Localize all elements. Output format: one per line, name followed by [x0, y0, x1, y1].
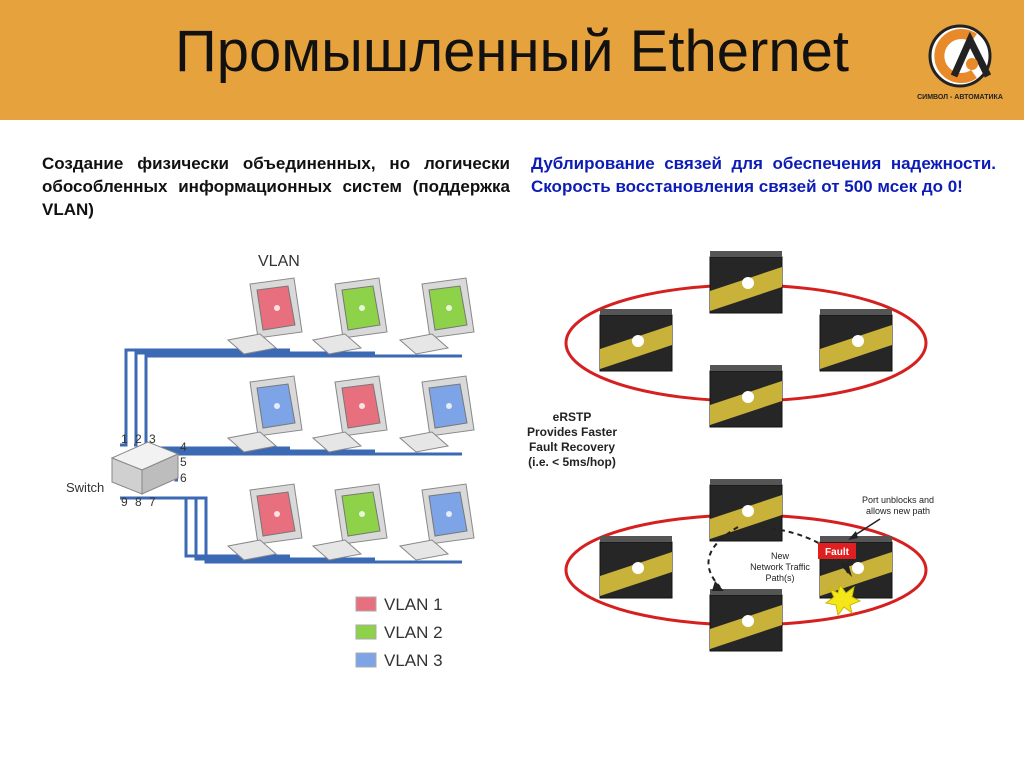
industrial-switch-icon — [709, 251, 783, 314]
traffic-note-line-3: Path(s) — [765, 573, 794, 583]
traffic-note-line-1: New — [771, 551, 790, 561]
legend-label: VLAN 2 — [384, 623, 443, 642]
port-9: 9 — [121, 495, 128, 509]
vlan-diagram: VLAN Switch 1 2 3 4 5 6 9 8 7 VLAN 1VLAN… — [66, 253, 475, 670]
industrial-switch-icon — [709, 589, 783, 652]
legend-label: VLAN 1 — [384, 595, 443, 614]
cable — [144, 354, 462, 447]
legend-swatch — [355, 596, 377, 612]
traffic-note-line-2: Network Traffic — [750, 562, 810, 572]
port-note-arrow-head — [848, 531, 858, 540]
title-bar — [0, 0, 1024, 120]
switch-label: Switch — [66, 480, 104, 495]
erstp-caption-line-4: (i.e. < 5ms/hop) — [528, 455, 616, 469]
redundancy-description: Дублирование связей для обеспечения наде… — [531, 154, 996, 196]
industrial-switch-icon — [709, 365, 783, 428]
pc-icon — [311, 483, 388, 561]
arrow-head-right — [842, 563, 852, 577]
legend-label: VLAN 3 — [384, 651, 443, 670]
pc-icon — [226, 277, 303, 355]
arrow-head-left — [712, 581, 724, 591]
industrial-switch-icon — [709, 479, 783, 542]
port-7: 7 — [149, 495, 156, 509]
vlan-diagram-title: VLAN — [258, 253, 300, 270]
pc-icon — [311, 375, 388, 453]
switch-icon — [110, 441, 180, 495]
port-note-line-1: Port unblocks and — [862, 495, 934, 505]
port-3: 3 — [149, 432, 156, 446]
port-4: 4 — [180, 440, 187, 454]
fault-badge — [818, 543, 856, 559]
cable — [148, 496, 462, 564]
vlan-description: Создание физически объединенных, но логи… — [42, 154, 510, 219]
pc-icon — [398, 277, 475, 355]
pc-icon — [398, 375, 475, 453]
legend-swatch — [355, 652, 377, 668]
erstp-caption-line-2: Provides Faster — [527, 425, 617, 439]
cable — [174, 452, 462, 482]
erstp-caption-line-1: eRSTP — [553, 410, 592, 424]
pc-icon — [226, 483, 303, 561]
new-path-arrow-right — [761, 526, 849, 574]
port-1: 1 — [121, 432, 128, 446]
port-note-line-2: allows new path — [866, 506, 930, 516]
port-5: 5 — [180, 455, 187, 469]
industrial-switch-icon — [819, 309, 893, 372]
vlan-legend: VLAN 1 VLAN 2 VLAN 3 — [355, 595, 443, 670]
fault-burst-icon — [824, 583, 862, 617]
pcs — [226, 277, 475, 561]
slide-title: Промышленный Ethernet — [175, 19, 849, 84]
legend-swatch — [355, 624, 377, 640]
industrial-switch-icon — [599, 309, 673, 372]
logo-caption: СИМВОЛ - АВТОМАТИКА — [917, 94, 1003, 101]
industrial-switch-icon — [599, 536, 673, 599]
industrial-switches — [599, 251, 893, 652]
sa-logo-icon — [928, 24, 992, 88]
port-8: 8 — [135, 495, 142, 509]
port-2: 2 — [135, 432, 142, 446]
cable — [134, 351, 375, 447]
erstp-diagram: eRSTP Provides Faster Fault Recovery (i.… — [527, 251, 934, 652]
fault-label: Fault — [825, 547, 850, 558]
pc-icon — [311, 277, 388, 355]
cable — [120, 348, 290, 447]
port-6: 6 — [180, 471, 187, 485]
pc-icon — [226, 375, 303, 453]
new-path-arrow-left — [707, 526, 739, 588]
erstp-caption-line-3: Fault Recovery — [529, 440, 615, 454]
pc-icon — [398, 483, 475, 561]
